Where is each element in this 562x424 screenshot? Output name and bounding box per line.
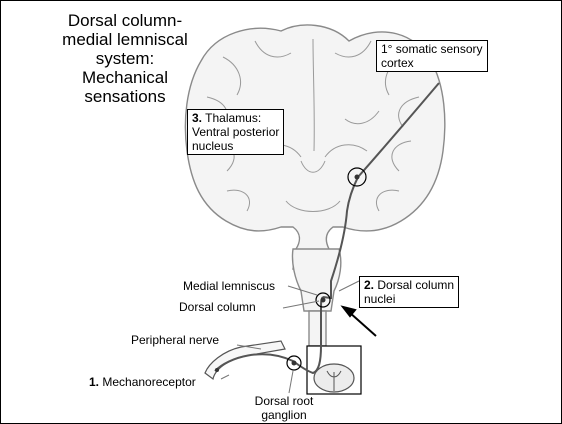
peripheral-nerve-label: Peripheral nerve [131, 333, 219, 347]
title-line-2: medial lemniscal [35, 30, 215, 49]
title-line-1: Dorsal column- [35, 11, 215, 30]
dorsal-column-label: Dorsal column [179, 300, 256, 314]
cortex-label: 1° somatic sensory cortex [376, 40, 488, 72]
dorsal-root-ganglion-label: Dorsal root ganglion [229, 394, 339, 422]
dorsal-column-nuclei-label: 2. Dorsal column nuclei [359, 276, 459, 308]
spinal-cord-section [307, 346, 361, 394]
arrow-icon [343, 307, 376, 336]
title-line-3: system: [35, 49, 215, 68]
mechanoreceptor-label: 1. Mechanoreceptor [89, 375, 196, 389]
diagram-title: Dorsal column- medial lemniscal system: … [35, 11, 215, 106]
thalamus-label: 3. Thalamus: Ventral posterior nucleus [187, 109, 284, 155]
title-line-5: sensations [35, 87, 215, 106]
medial-lemniscus-label: Medial lemniscus [183, 279, 275, 293]
title-line-4: Mechanical [35, 68, 215, 87]
